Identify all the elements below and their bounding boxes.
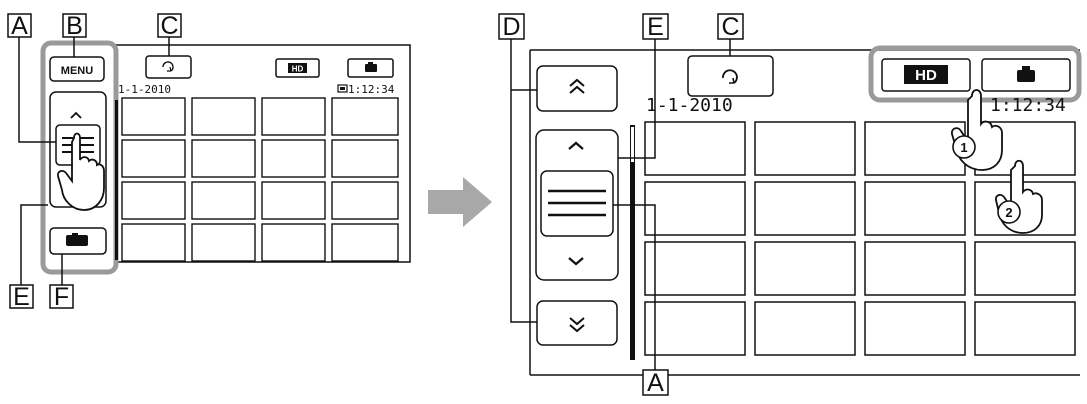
camera-icon (1017, 66, 1035, 82)
thumbnail[interactable] (331, 139, 399, 178)
right-hd-button[interactable]: HD (881, 58, 971, 92)
right-camera-button[interactable] (981, 58, 1071, 92)
thumbnail[interactable] (754, 121, 856, 176)
page-down-button[interactable] (536, 300, 618, 346)
thumbnail[interactable] (644, 301, 746, 356)
menu-label: MENU (61, 65, 93, 77)
thumbnail[interactable] (191, 139, 256, 178)
callout-f: F (49, 254, 74, 311)
chevron-up-icon[interactable] (70, 111, 82, 119)
callout-f-text: F (54, 283, 69, 311)
left-thumbnail-grid (121, 97, 399, 262)
double-chevron-up-icon (569, 78, 585, 94)
step-two-text: 2 (1005, 205, 1012, 220)
right-time: 1:12:34 (990, 95, 1066, 116)
left-screen-frame (115, 44, 411, 263)
right-thumbnail-grid (644, 121, 1076, 356)
menu-button[interactable]: MENU (49, 56, 105, 82)
callout-e-text: E (647, 13, 664, 41)
thumbnail[interactable] (191, 181, 256, 220)
thumbnail[interactable] (754, 181, 856, 236)
chevron-up-icon[interactable] (568, 141, 584, 150)
left-camera-button[interactable] (347, 58, 394, 78)
thumbnail[interactable] (331, 181, 399, 220)
callout-a-text: A (647, 369, 664, 397)
thumbnail[interactable] (754, 301, 856, 356)
pointing-hand-icon: 1 (951, 89, 1003, 171)
callout-b: B (62, 12, 87, 57)
callout-a-right: A (613, 204, 669, 397)
thumbnail[interactable] (754, 241, 856, 296)
thumbnail[interactable] (261, 223, 326, 262)
left-hd-button[interactable]: HD (275, 58, 320, 78)
step-one-text: 1 (960, 140, 967, 155)
thumbnail[interactable] (261, 97, 326, 136)
thumbnail[interactable] (261, 181, 326, 220)
pointing-hand-icon: 2 (995, 159, 1043, 234)
thumbnail[interactable] (331, 223, 399, 262)
step-two-marker (997, 200, 1021, 224)
left-hd-label: HD (292, 65, 304, 74)
right-scroll-panel[interactable] (535, 129, 619, 281)
left-scroll-bar[interactable] (115, 100, 118, 260)
callout-c-right: C (717, 13, 744, 56)
thumbnail[interactable] (974, 241, 1076, 296)
right-rotate-button[interactable] (687, 55, 774, 97)
thumbnail[interactable] (121, 181, 186, 220)
thumbnail[interactable] (121, 139, 186, 178)
scroll-bar-icon[interactable] (630, 125, 635, 360)
callout-b-text: B (66, 12, 83, 40)
right-date: 1-1-2010 (646, 95, 733, 116)
rotate-icon (162, 61, 174, 72)
thumbnail[interactable] (644, 241, 746, 296)
playback-button[interactable] (49, 227, 107, 255)
left-rotate-button[interactable] (145, 55, 192, 79)
callout-e-right: E (618, 13, 669, 159)
callout-e-left: E (9, 204, 48, 311)
callout-a-left: A (7, 12, 56, 143)
playback-icon (66, 233, 88, 246)
left-date: 1-1-2010 (118, 83, 171, 96)
thumbnail[interactable] (121, 223, 186, 262)
callout-c-text: C (721, 13, 739, 41)
pointing-hand-icon (57, 132, 105, 211)
thumbnail[interactable] (261, 139, 326, 178)
thumbnail[interactable] (191, 97, 256, 136)
camera-icon (365, 62, 377, 72)
right-hd-label: HD (915, 67, 937, 84)
chevron-down-icon[interactable] (568, 257, 584, 266)
thumbnail[interactable] (974, 301, 1076, 356)
callout-d-text: D (502, 13, 520, 41)
thumbnail[interactable] (191, 223, 256, 262)
callout-a-text: A (11, 12, 28, 40)
callout-d: D (498, 13, 537, 323)
rotate-icon (722, 69, 738, 84)
step-one-marker (952, 135, 976, 159)
thumbnail[interactable] (864, 241, 966, 296)
thumbnail[interactable] (121, 97, 186, 136)
thumbnail[interactable] (974, 181, 1076, 236)
right-arrow-icon (428, 177, 492, 227)
callout-e-text: E (13, 283, 30, 311)
thumbnail[interactable] (864, 301, 966, 356)
left-time: 1:12:34 (348, 83, 395, 96)
page-up-button[interactable] (536, 65, 618, 112)
left-screen: MENU HD 1-1-2010 1:12:34 (7, 12, 411, 311)
callout-c-text: C (160, 12, 178, 40)
thumbnail[interactable] (331, 97, 399, 136)
thumbnail[interactable] (864, 181, 966, 236)
thumbnail[interactable] (864, 121, 966, 176)
callout-c-left: C (157, 12, 182, 56)
thumbnail[interactable] (644, 181, 746, 236)
right-screen: HD 1-1-2010 1:12:34 (498, 13, 1082, 397)
double-chevron-down-icon (569, 317, 585, 333)
thumbnail[interactable] (644, 121, 746, 176)
